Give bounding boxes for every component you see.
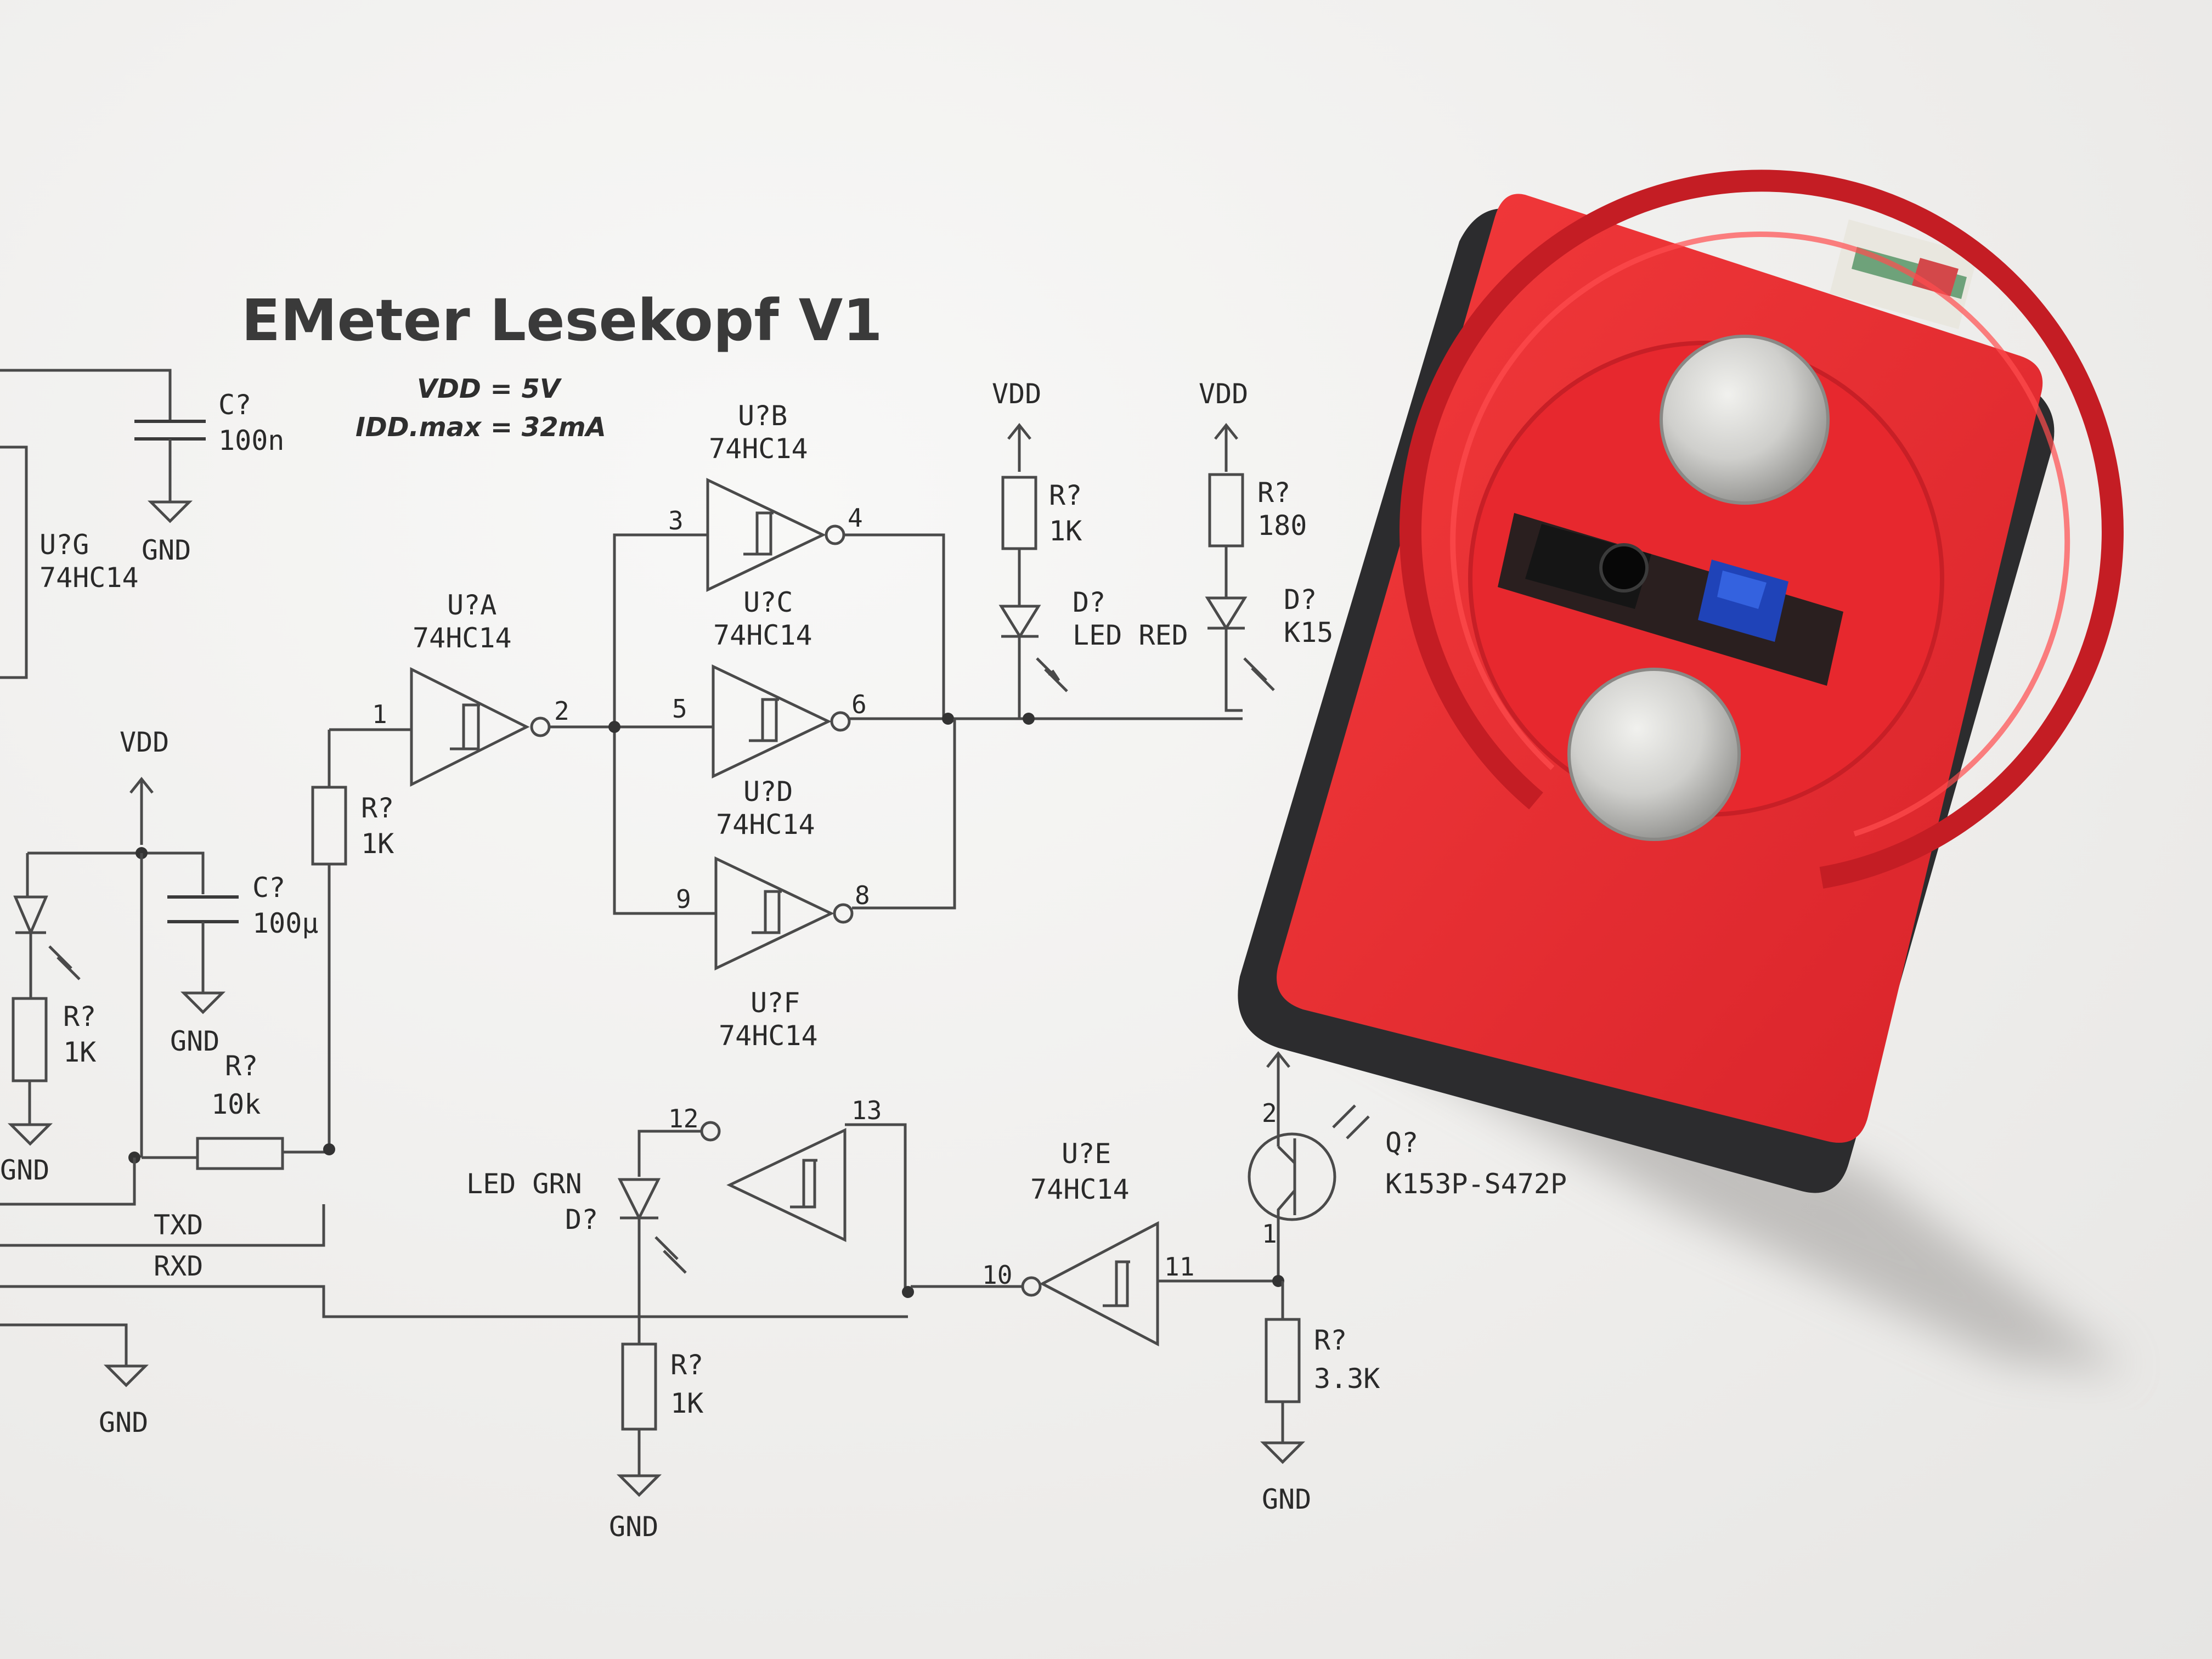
- svg-text:100µ: 100µ: [252, 907, 318, 939]
- svg-text:74HC14: 74HC14: [716, 809, 815, 840]
- svg-text:3.3K: 3.3K: [1314, 1363, 1380, 1395]
- gate-u-f: U?F 74HC14 13 12: [668, 987, 907, 1289]
- svg-text:TXD: TXD: [154, 1209, 203, 1241]
- phototransistor-q: 2 1 Q? K153P-S472P R? 3.3K GND: [1248, 1051, 1567, 1515]
- magnet-bottom: [1567, 668, 1741, 841]
- svg-text:74HC14: 74HC14: [713, 619, 812, 651]
- svg-text:VDD: VDD: [1199, 378, 1248, 410]
- svg-text:11: 11: [1164, 1252, 1194, 1282]
- sensor-window: [1498, 513, 1843, 686]
- magnet-top: [1660, 335, 1830, 505]
- svg-text:5: 5: [672, 694, 687, 724]
- svg-text:100n: 100n: [218, 425, 284, 456]
- svg-text:Q?: Q?: [1385, 1127, 1418, 1159]
- green-led-branch: LED GRN D? R? 1K GND: [466, 1130, 703, 1543]
- svg-text:R?: R?: [1257, 477, 1290, 509]
- svg-text:GND: GND: [142, 534, 191, 566]
- svg-text:C?: C?: [218, 389, 251, 421]
- svg-text:U?F: U?F: [751, 987, 800, 1019]
- svg-text:74HC14: 74HC14: [413, 622, 512, 654]
- svg-text:1K: 1K: [361, 828, 394, 860]
- svg-text:1: 1: [1262, 1219, 1277, 1249]
- svg-text:GND: GND: [0, 1154, 49, 1186]
- gate-u-a: U?A 74HC14 1 2: [329, 589, 569, 787]
- svg-text:D?: D?: [1073, 586, 1105, 618]
- svg-text:13: 13: [851, 1096, 882, 1125]
- supply-current-note: IDD.max = 32mA: [356, 412, 606, 443]
- svg-text:9: 9: [676, 884, 691, 914]
- resistor-r-10k: R? 10k: [196, 1050, 335, 1170]
- svg-text:2: 2: [1262, 1098, 1277, 1128]
- supply-voltage-note: VDD = 5V: [417, 374, 562, 404]
- svg-text:U?A: U?A: [447, 589, 496, 621]
- svg-text:C?: C?: [252, 872, 285, 904]
- gate-u-g-power-block: U?G 74HC14: [0, 445, 139, 679]
- svg-text:10k: 10k: [211, 1088, 261, 1120]
- svg-text:K15: K15: [1284, 617, 1333, 648]
- svg-text:R?: R?: [670, 1349, 703, 1381]
- svg-text:10: 10: [982, 1260, 1012, 1290]
- svg-text:R?: R?: [63, 1001, 96, 1032]
- svg-text:180: 180: [1257, 510, 1307, 541]
- svg-text:U?B: U?B: [738, 400, 787, 432]
- resistor-r-a: R? 1K: [311, 730, 394, 1147]
- svg-text:GND: GND: [609, 1511, 658, 1543]
- svg-text:GND: GND: [1262, 1483, 1311, 1515]
- svg-text:U?G: U?G: [40, 529, 89, 561]
- svg-text:4: 4: [848, 503, 863, 533]
- svg-text:1K: 1K: [670, 1387, 703, 1419]
- schematic-title: EMeter Lesekopf V1: [241, 287, 883, 354]
- svg-text:74HC14: 74HC14: [719, 1020, 818, 1052]
- ir-reading-head-device: [1238, 170, 2129, 1372]
- svg-text:6: 6: [851, 690, 867, 719]
- left-power-section: VDD C? 100µ GND R? 1K GND: [0, 726, 318, 1186]
- svg-text:LED GRN: LED GRN: [466, 1168, 582, 1200]
- svg-text:VDD: VDD: [992, 378, 1041, 410]
- gate-u-b: U?B 74HC14 3 4: [668, 400, 945, 719]
- svg-text:R?: R?: [1049, 479, 1082, 511]
- phototransistor-lens: [1599, 543, 1649, 592]
- svg-text:R?: R?: [361, 792, 394, 824]
- gate-u-d: U?D 74HC14 9 8: [676, 719, 956, 970]
- svg-text:1: 1: [372, 699, 387, 729]
- svg-text:1K: 1K: [63, 1036, 96, 1068]
- svg-text:8: 8: [855, 881, 870, 910]
- ir-led-branch: VDD R? 180 D? K15: [1199, 378, 1333, 712]
- svg-text:74HC14: 74HC14: [1030, 1173, 1130, 1205]
- svg-text:K153P-S472P: K153P-S472P: [1385, 1168, 1567, 1200]
- svg-text:12: 12: [668, 1104, 698, 1133]
- svg-text:U?E: U?E: [1062, 1138, 1111, 1170]
- svg-text:GND: GND: [99, 1407, 148, 1438]
- svg-text:74HC14: 74HC14: [40, 562, 139, 594]
- svg-text:LED RED: LED RED: [1073, 619, 1188, 651]
- decoupling-capacitor-c1: C? 100n GND: [0, 369, 284, 566]
- svg-text:R?: R?: [1314, 1324, 1347, 1356]
- svg-text:1K: 1K: [1049, 515, 1082, 547]
- gate-input-bus: [549, 533, 716, 915]
- svg-text:74HC14: 74HC14: [709, 433, 808, 465]
- svg-text:U?C: U?C: [743, 586, 793, 618]
- svg-text:3: 3: [668, 506, 684, 535]
- svg-text:D?: D?: [1284, 584, 1317, 616]
- svg-text:RXD: RXD: [154, 1250, 203, 1282]
- gate-u-c: U?C 74HC14 5 6: [672, 586, 1243, 778]
- svg-text:U?D: U?D: [743, 776, 793, 808]
- svg-text:GND: GND: [170, 1025, 219, 1057]
- red-led-branch: VDD R? 1K D? LED RED: [992, 378, 1188, 719]
- uart-lines: TXD RXD GND: [0, 1158, 908, 1438]
- svg-text:VDD: VDD: [120, 726, 169, 758]
- svg-text:D?: D?: [565, 1204, 598, 1235]
- gate-u-e: U?E 74HC14 11 10: [911, 1138, 1278, 1347]
- svg-text:R?: R?: [225, 1050, 258, 1082]
- svg-text:2: 2: [554, 696, 569, 726]
